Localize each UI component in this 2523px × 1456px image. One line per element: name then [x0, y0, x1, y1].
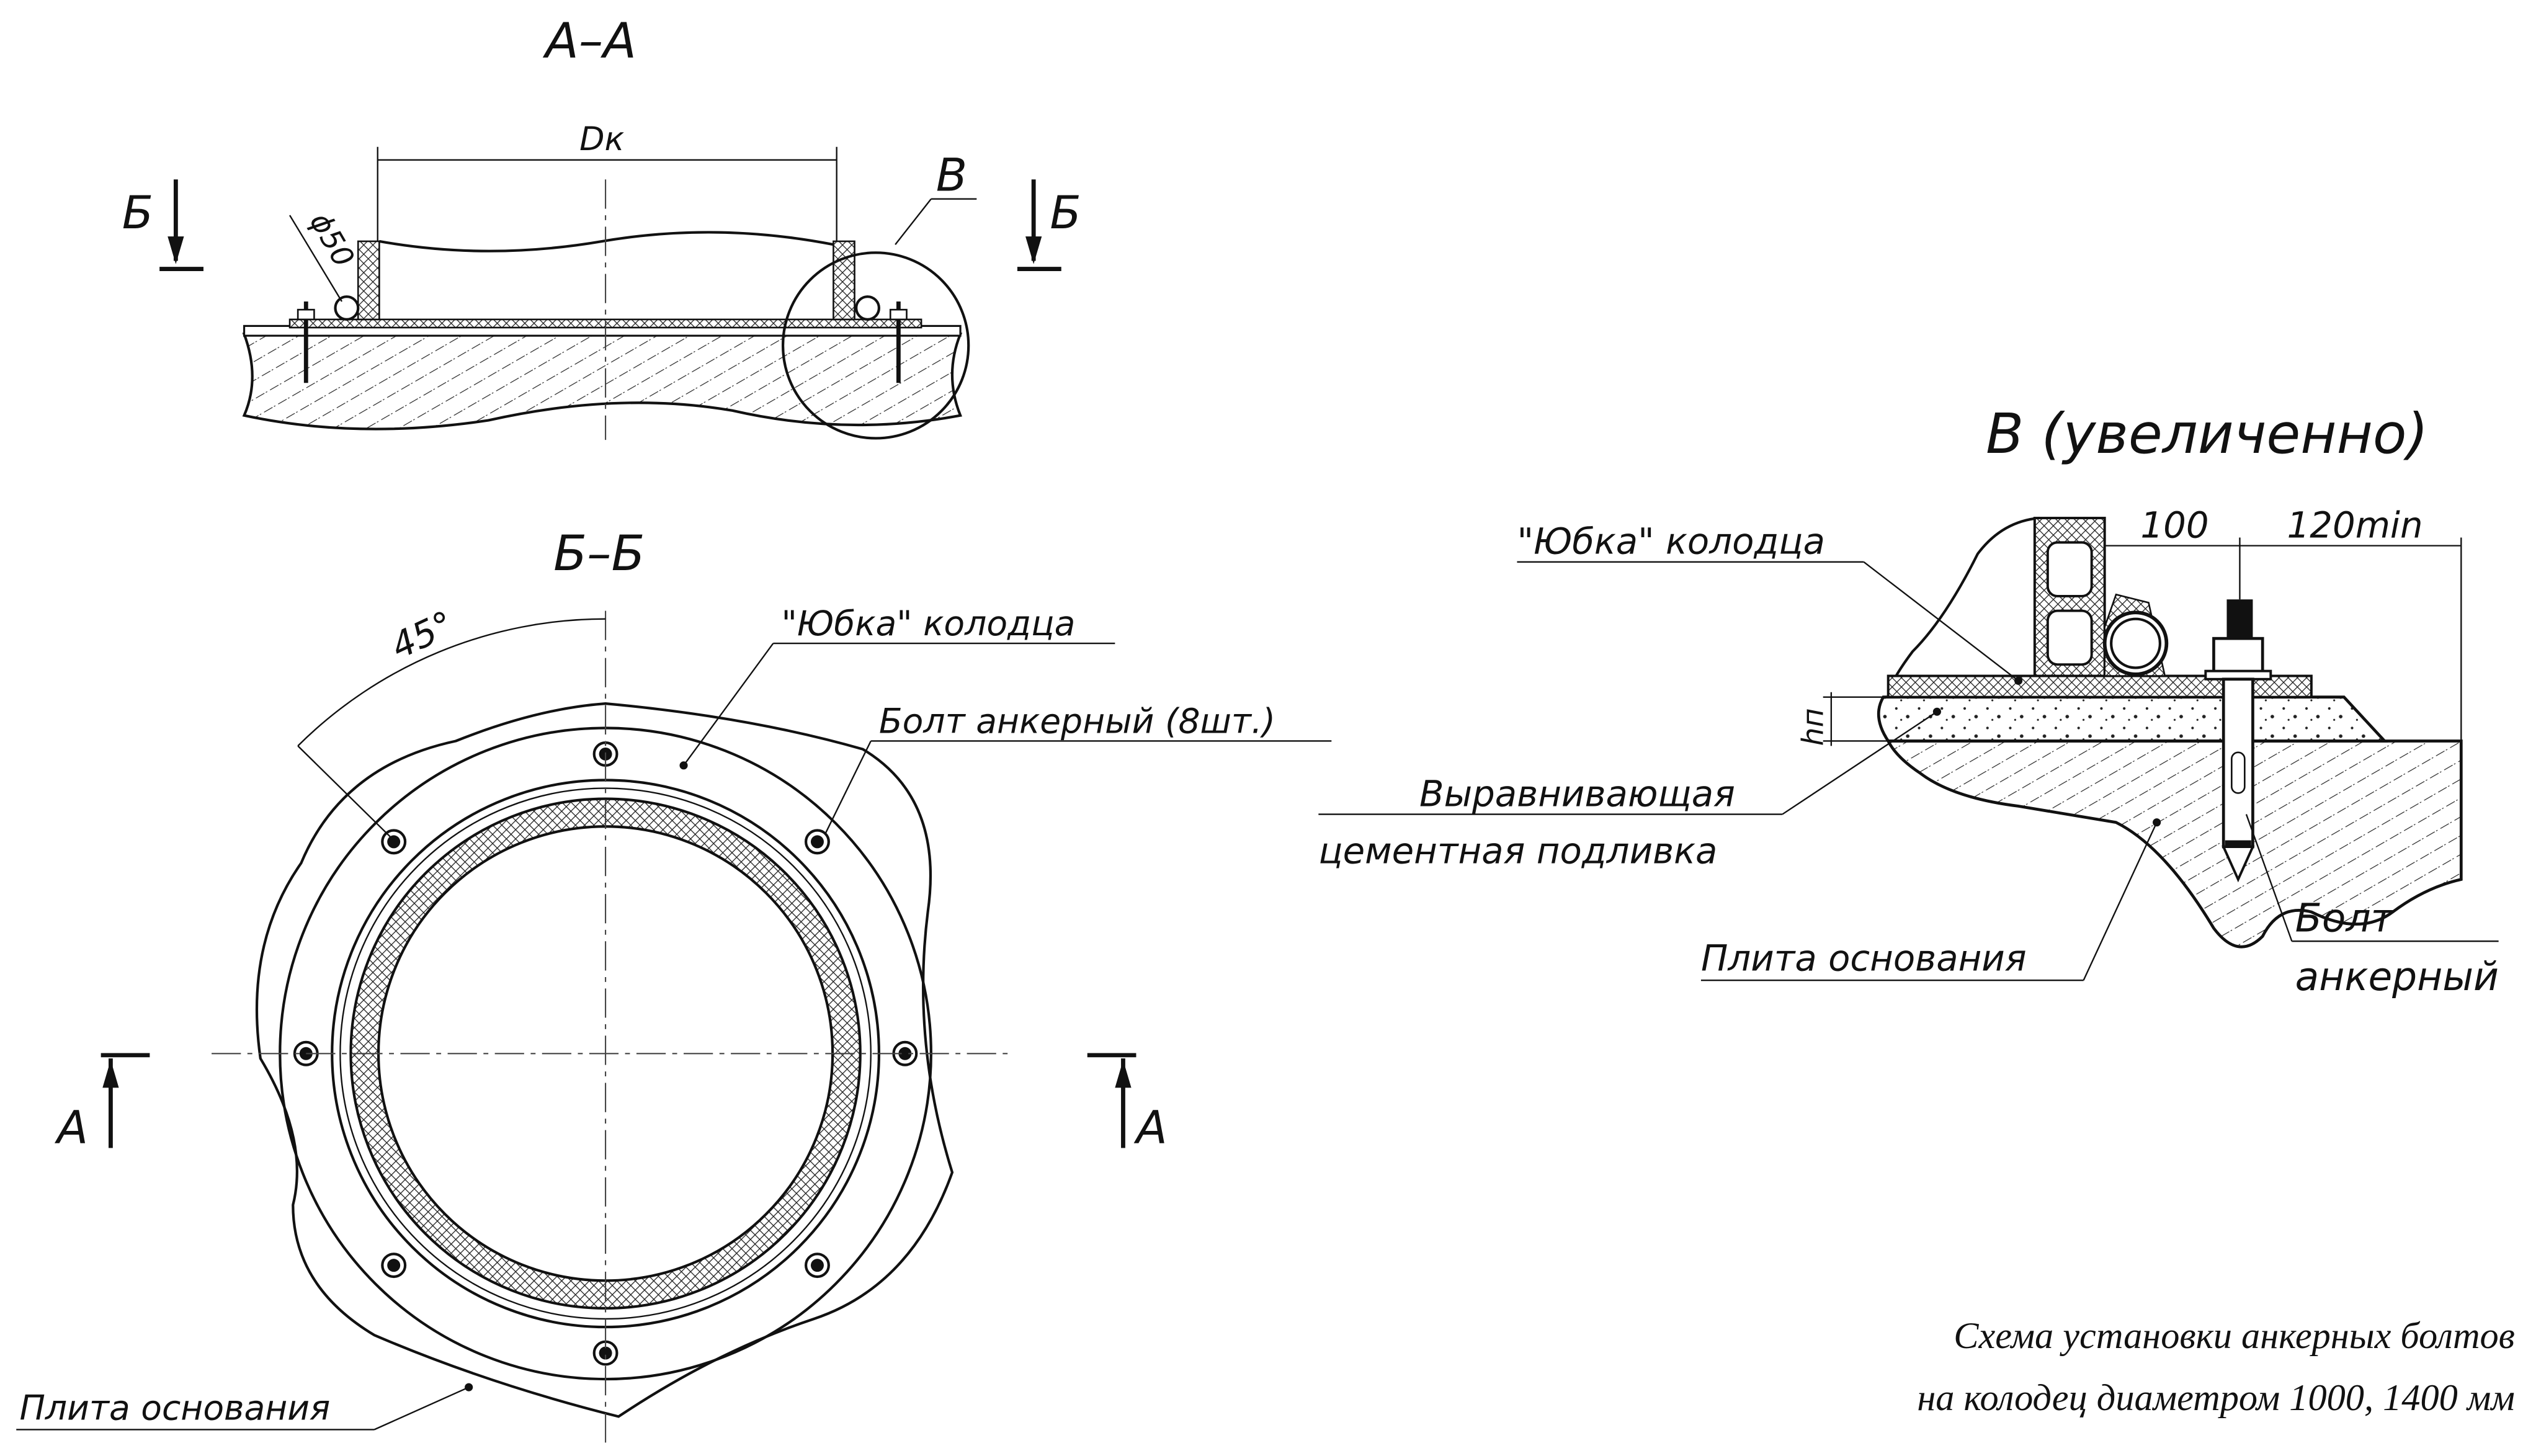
bolt-label-detail-2: анкерный [2295, 954, 2499, 999]
section-bb-title: Б–Б [553, 525, 645, 582]
plate-label-detail: Плита основания [1701, 937, 2027, 979]
dim-hp: hп [1797, 708, 1831, 746]
base-slab [242, 333, 963, 431]
grout-label-1: Выравнивающая [1419, 772, 1735, 815]
anchor-bolt-core [810, 1259, 824, 1272]
svg-text:А: А [1133, 1102, 1167, 1155]
bolts-aa [297, 301, 908, 383]
pipe-break-line [378, 231, 834, 252]
bolt-label-detail-1: Болт [2295, 895, 2395, 940]
anchor-bolt-core [810, 835, 824, 849]
caption-line-2: на колодец диаметром 1000, 1400 мм [1917, 1377, 2515, 1419]
caption: Схема установки анкерных болтов на колод… [1917, 1315, 2515, 1419]
detail-v: В (увеличенно) 100 120min hп "Юбка" коло… [1318, 402, 2499, 999]
base-plate-outline [255, 702, 954, 1418]
dim-dk: Dк [579, 120, 624, 158]
skirt-label-detail: "Юбка" колодца [1517, 520, 1825, 563]
dim-120min: 120min [2287, 504, 2423, 547]
cut-mark-right: Б [1017, 179, 1081, 271]
angle-label: 45° [385, 602, 460, 668]
anchor-bolts [293, 741, 918, 1366]
anchor-bolt-core [898, 1047, 912, 1060]
section-bb: Б–Б 45° "Юбка" колодца Болт анкерный (8ш… [16, 525, 1332, 1449]
dim-100: 100 [2140, 504, 2208, 547]
svg-text:А: А [55, 1102, 88, 1155]
plate-label-bb: Плита основания [19, 1388, 330, 1428]
wall-right [833, 240, 855, 321]
svg-text:Б: Б [122, 187, 153, 239]
detail-v-circle [781, 251, 970, 440]
skirt-label-bb: "Юбка" колодца [781, 604, 1075, 643]
pipe-left [334, 295, 360, 321]
grout-layer-detail [1877, 695, 2388, 743]
section-aa: А–А Dк ϕ50 В Б Б [122, 12, 1081, 440]
anchor-bolt-core [599, 1346, 612, 1360]
anchor-bolt-core [387, 1259, 401, 1272]
grout-label-2: цементная подливка [1318, 829, 1717, 872]
angle-arc [297, 618, 606, 747]
cut-mark-a-left: А [55, 1053, 150, 1155]
cut-mark-left: Б [122, 179, 203, 271]
base-slab-detail [1885, 739, 2463, 949]
anchor-bolt-core [387, 835, 401, 849]
pipe-right [855, 295, 880, 321]
svg-text:Б: Б [1050, 187, 1081, 239]
cut-mark-a-right: А [1087, 1053, 1168, 1155]
wall-left [357, 240, 380, 321]
section-aa-title: А–А [542, 12, 636, 69]
bolt-label-bb: Болт анкерный (8шт.) [879, 701, 1275, 741]
detail-v-title: В (увеличенно) [1986, 402, 2428, 467]
break-outline [1887, 516, 2040, 697]
caption-line-1: Схема установки анкерных болтов [1954, 1315, 2515, 1357]
pipe-diameter-label: ϕ50 [303, 207, 360, 273]
detail-ref-v: В [936, 150, 967, 202]
pipe-detail [2102, 610, 2169, 676]
